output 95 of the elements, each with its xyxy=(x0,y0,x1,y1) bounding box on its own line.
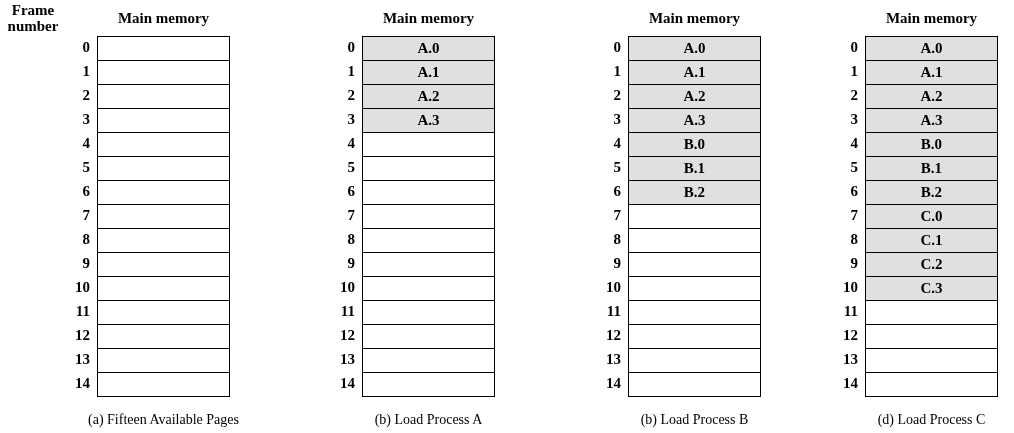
frame-number: 13 xyxy=(605,351,621,368)
frame-number: 13 xyxy=(842,351,858,368)
frame-number: 1 xyxy=(81,63,90,80)
frame-number: 3 xyxy=(346,111,355,128)
frame-number: 14 xyxy=(842,375,858,392)
page-frame: A.2 xyxy=(866,85,997,109)
frame-number: 4 xyxy=(612,135,621,152)
frame-number: 4 xyxy=(81,135,90,152)
frame-number: 4 xyxy=(849,135,858,152)
frame-number: 11 xyxy=(842,303,858,320)
frame-number: 7 xyxy=(81,207,90,224)
page-frame: C.3 xyxy=(866,277,997,301)
frame-number: 1 xyxy=(612,63,621,80)
frame-number: 10 xyxy=(74,279,90,296)
frame-number: 4 xyxy=(346,135,355,152)
memory-frame-stack xyxy=(865,36,998,397)
frame-number: 13 xyxy=(339,351,355,368)
memory-frame-stack xyxy=(97,36,230,397)
column-heading: Main memory xyxy=(647,10,742,27)
frame-number: 10 xyxy=(842,279,858,296)
frame-number: 8 xyxy=(81,231,90,248)
page-frame: A.0 xyxy=(363,37,494,61)
page-frame: B.0 xyxy=(629,133,760,157)
page-frame: A.2 xyxy=(629,85,760,109)
frame-number: 6 xyxy=(612,183,621,200)
page-frame: A.3 xyxy=(363,109,494,133)
frame-number: 5 xyxy=(81,159,90,176)
frame-number: 11 xyxy=(339,303,355,320)
frame-number: 11 xyxy=(74,303,90,320)
frame-number: 14 xyxy=(74,375,90,392)
frame-number: 5 xyxy=(346,159,355,176)
memory-frame-stack xyxy=(362,36,495,397)
frame-number: 12 xyxy=(74,327,90,344)
frame-number: 9 xyxy=(81,255,90,272)
page-frame: C.2 xyxy=(866,253,997,277)
frame-number: 9 xyxy=(612,255,621,272)
page-frame: B.0 xyxy=(866,133,997,157)
column-heading: Main memory xyxy=(381,10,476,27)
frame-number: 2 xyxy=(849,87,858,104)
page-frame: A.1 xyxy=(363,61,494,85)
page-frame: A.0 xyxy=(866,37,997,61)
page-frame: A.3 xyxy=(866,109,997,133)
column-heading: Main memory xyxy=(884,10,979,27)
page-frame: B.2 xyxy=(866,181,997,205)
frame-number: 2 xyxy=(612,87,621,104)
page-frame: A.0 xyxy=(629,37,760,61)
page-frame: A.2 xyxy=(363,85,494,109)
frame-number: 1 xyxy=(346,63,355,80)
frame-number: 7 xyxy=(612,207,621,224)
memory-frame-stack xyxy=(628,36,761,397)
frame-number: 0 xyxy=(346,39,355,56)
frame-number: 10 xyxy=(339,279,355,296)
frame-number: 6 xyxy=(81,183,90,200)
page-frame: B.1 xyxy=(866,157,997,181)
frame-number: 3 xyxy=(81,111,90,128)
frame-number: 1 xyxy=(849,63,858,80)
frame-number: 12 xyxy=(605,327,621,344)
frame-number: 8 xyxy=(346,231,355,248)
column-heading: Main memory xyxy=(116,10,211,27)
frame-number: 0 xyxy=(612,39,621,56)
frame-number: 5 xyxy=(849,159,858,176)
frame-number: 10 xyxy=(605,279,621,296)
frame-number: 8 xyxy=(849,231,858,248)
page-frame: A.1 xyxy=(866,61,997,85)
frame-number: 13 xyxy=(74,351,90,368)
frame-number: 7 xyxy=(346,207,355,224)
frame-number: 7 xyxy=(849,207,858,224)
page-frame: A.3 xyxy=(629,109,760,133)
frame-number: 12 xyxy=(339,327,355,344)
frame-number: 14 xyxy=(339,375,355,392)
frame-number: 8 xyxy=(612,231,621,248)
frame-number: 12 xyxy=(842,327,858,344)
frame-number: 3 xyxy=(612,111,621,128)
frame-number: 14 xyxy=(605,375,621,392)
figure-caption: (d) Load Process C xyxy=(876,412,987,428)
frame-number: 9 xyxy=(849,255,858,272)
figure-caption: (b) Load Process A xyxy=(373,412,484,428)
axis-title: Frame number xyxy=(6,2,60,34)
page-frame: C.0 xyxy=(866,205,997,229)
frame-number: 11 xyxy=(605,303,621,320)
figure-caption: (b) Load Process B xyxy=(639,412,750,428)
page-frame: B.1 xyxy=(629,157,760,181)
frame-number: 6 xyxy=(849,183,858,200)
page-frame: A.1 xyxy=(629,61,760,85)
frame-number: 3 xyxy=(849,111,858,128)
frame-number: 5 xyxy=(612,159,621,176)
figure-caption: (a) Fifteen Available Pages xyxy=(87,412,240,428)
frame-number: 0 xyxy=(849,39,858,56)
page-frame: B.2 xyxy=(629,181,760,205)
frame-number: 0 xyxy=(81,39,90,56)
frame-number: 2 xyxy=(81,87,90,104)
page-frame: C.1 xyxy=(866,229,997,253)
frame-number: 2 xyxy=(346,87,355,104)
frame-number: 9 xyxy=(346,255,355,272)
frame-number: 6 xyxy=(346,183,355,200)
